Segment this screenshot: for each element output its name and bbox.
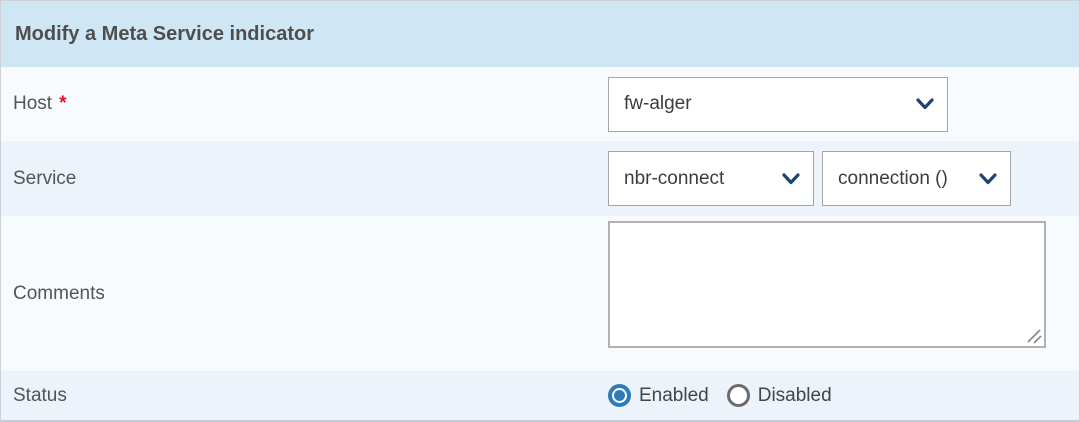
host-select-value: fw-alger <box>624 93 692 114</box>
indicator-select-value: connection () <box>838 167 948 189</box>
service-label-cell: Service <box>1 141 608 216</box>
status-row: Status Enabled Disabled <box>1 371 1079 420</box>
comments-textarea-wrap <box>608 221 1046 348</box>
comments-label: Comments <box>13 282 105 304</box>
radio-button-disabled[interactable] <box>726 384 750 407</box>
status-label: Status <box>13 384 67 406</box>
radio-label-disabled: Disabled <box>757 384 832 406</box>
chevron-down-icon <box>916 98 934 110</box>
comments-label-cell: Comments <box>1 216 608 371</box>
comments-textarea[interactable] <box>608 221 1046 348</box>
required-asterisk: * <box>59 93 67 114</box>
host-row: Host * fw-alger <box>1 67 1079 141</box>
service-label: Service <box>13 167 77 189</box>
status-value-cell: Enabled Disabled <box>608 371 1079 420</box>
host-label: Host <box>13 93 53 114</box>
host-value-cell: fw-alger <box>608 67 1079 141</box>
service-value-cell: nbr-connect connection () <box>608 141 1079 216</box>
host-select[interactable]: fw-alger <box>608 76 948 132</box>
status-option-enabled[interactable]: Enabled <box>608 384 709 407</box>
status-label-cell: Status <box>1 371 608 420</box>
chevron-down-icon <box>782 172 800 184</box>
chevron-down-icon <box>979 172 997 184</box>
service-select[interactable]: nbr-connect <box>608 151 814 206</box>
form-title: Modify a Meta Service indicator <box>1 1 1079 67</box>
comments-row: Comments <box>1 216 1079 371</box>
service-select-value: nbr-connect <box>624 167 725 189</box>
status-option-disabled[interactable]: Disabled <box>726 384 832 407</box>
radio-button-enabled[interactable] <box>608 384 631 407</box>
radio-label-enabled: Enabled <box>639 384 709 406</box>
indicator-select[interactable]: connection () <box>822 151 1011 206</box>
status-radio-group: Enabled Disabled <box>608 384 850 407</box>
service-row: Service nbr-connect connection () <box>1 141 1079 216</box>
comments-value-cell <box>608 216 1079 371</box>
host-label-cell: Host * <box>1 67 608 141</box>
